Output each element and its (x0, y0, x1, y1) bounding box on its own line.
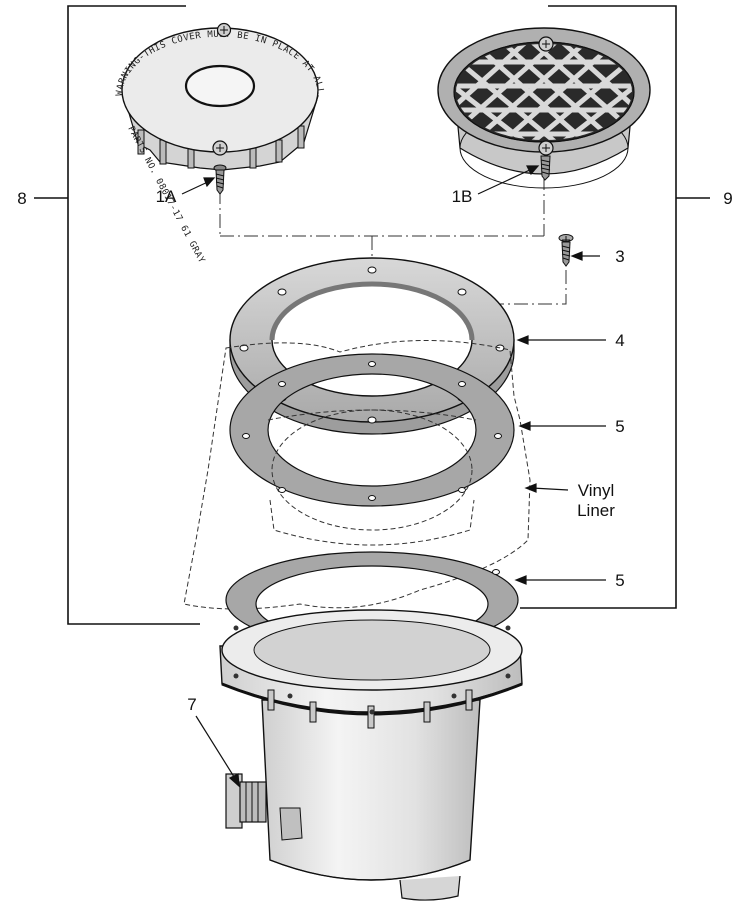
leader-lines (181, 165, 606, 788)
label-5-upper: 5 (615, 417, 624, 436)
gasket-5-upper (229, 353, 515, 507)
bracket-8 (34, 5, 200, 625)
cover-screw-top (216, 22, 232, 38)
callout-labels: 8 9 1A 1B 3 4 5 Vinyl Liner 5 7 (17, 187, 732, 714)
grate-cover-1b (437, 27, 651, 189)
label-4: 4 (615, 331, 624, 350)
label-1a: 1A (156, 187, 177, 206)
label-8: 8 (17, 189, 26, 208)
label-5-lower: 5 (615, 571, 624, 590)
suction-cover-1a: WARNING-THIS COVER MUST BE IN PLACE AT A… (0, 0, 325, 265)
housing-ribs (267, 689, 473, 729)
label-liner: Liner (577, 501, 615, 520)
screw-1a (213, 164, 227, 195)
drain-housing-body (219, 609, 523, 901)
grate-screw-shaft (540, 155, 551, 181)
label-vinyl: Vinyl (578, 481, 615, 500)
gasket-upper-holes (242, 361, 502, 501)
grate-screw-top (538, 36, 554, 52)
screw-3 (558, 234, 574, 267)
vinyl-liner (183, 340, 531, 610)
bracket-9 (520, 5, 710, 609)
threaded-plug-7 (225, 773, 267, 829)
housing-bolt-holes (233, 625, 511, 715)
label-7: 7 (187, 695, 196, 714)
label-3: 3 (615, 247, 624, 266)
grate-screw-bottom (538, 140, 554, 156)
cover-screw-bottom (212, 140, 228, 156)
label-9: 9 (723, 189, 732, 208)
label-1b: 1B (452, 187, 473, 206)
